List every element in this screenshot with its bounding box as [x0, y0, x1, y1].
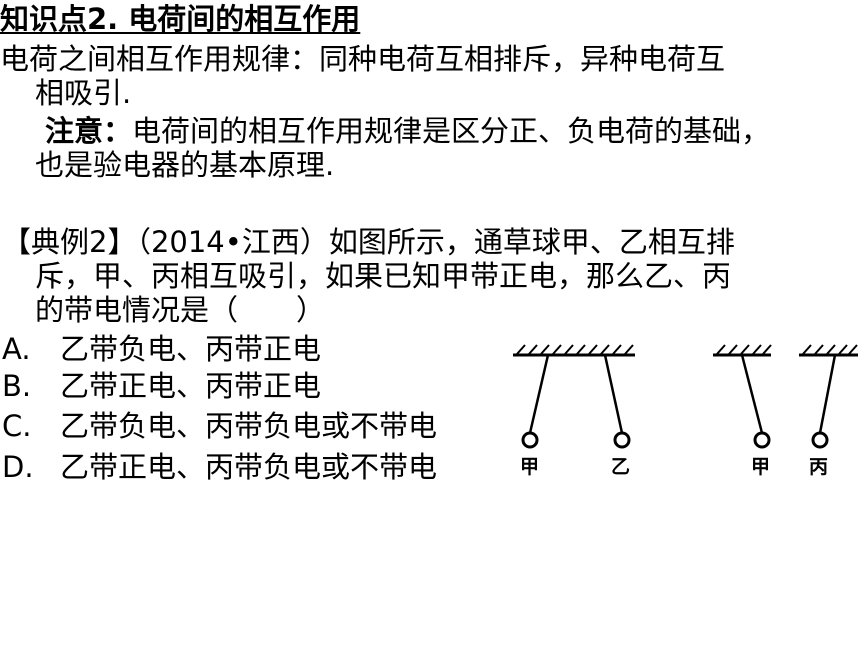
option-letter: C. [2, 409, 32, 443]
label-jia-left: 甲 [520, 456, 539, 478]
note-line-2: 也是验电器的基本原理. [35, 148, 335, 182]
option-text: 乙带正电、丙带正电 [60, 369, 322, 403]
thread-yi [603, 354, 624, 434]
note-label: 注意： [45, 114, 133, 148]
note-line-1: 注意：电荷间的相互作用规律是区分正、负电荷的基础， [45, 114, 770, 148]
option-d[interactable]: D. 乙带正电、丙带负电或不带电 [2, 450, 437, 484]
thread-bing [818, 354, 837, 434]
option-letter: D. [2, 450, 34, 484]
option-a[interactable]: A. 乙带负电、丙带正电 [2, 332, 321, 366]
heading: 知识点2. 电荷间的相互作用 [0, 2, 361, 36]
thread-jia-left [528, 354, 550, 434]
example-line-1: 【典例2】（2014•江西）如图所示，通草球甲、乙相互排 [2, 225, 735, 259]
option-text: 乙带正电、丙带负电或不带电 [60, 450, 438, 484]
option-text: 乙带负电、丙带负电或不带电 [60, 409, 438, 443]
ball-yi [613, 431, 631, 449]
example-line-2: 斥，甲、丙相互吸引，如果已知甲带正电，那么乙、丙 [35, 259, 732, 293]
label-jia-right: 甲 [751, 456, 770, 478]
ball-bing [811, 431, 829, 449]
note-text: 电荷间的相互作用规律是区分正、负电荷的基础， [132, 114, 771, 148]
option-letter: B. [2, 369, 32, 403]
pith-ball-figure: 甲 乙 甲 丙 [513, 344, 858, 478]
option-letter: A. [2, 332, 31, 366]
label-yi: 乙 [611, 456, 630, 478]
example-line-3: 的带电情况是（ ） [35, 293, 326, 327]
right-ceiling-2 [799, 344, 858, 357]
right-ceiling-1 [713, 344, 772, 357]
left-ceiling [513, 344, 635, 357]
option-text: 乙带负电、丙带正电 [60, 332, 322, 366]
ball-jia-right [753, 431, 771, 449]
thread-jia-right [740, 354, 764, 434]
ball-jia-left [521, 431, 539, 449]
label-bing: 丙 [809, 456, 828, 478]
rule-line-1: 电荷之间相互作用规律：同种电荷互相排斥，异种电荷互 [0, 42, 726, 76]
rule-line-2: 相吸引. [35, 76, 132, 110]
option-c[interactable]: C. 乙带负电、丙带负电或不带电 [2, 409, 437, 443]
option-b[interactable]: B. 乙带正电、丙带正电 [2, 369, 321, 403]
